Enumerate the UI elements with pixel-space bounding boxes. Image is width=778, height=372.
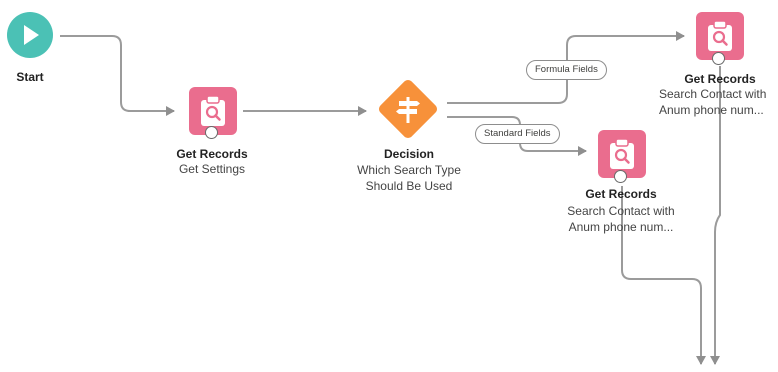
outcome-standard-fields-label[interactable]: Standard Fields [475, 124, 560, 144]
connector-start-to-get-settings[interactable] [60, 35, 175, 116]
connector-formula-records-down[interactable] [710, 66, 721, 365]
node-anchor[interactable] [712, 52, 725, 65]
get-records-box[interactable] [598, 130, 646, 178]
clipboard-search-icon [708, 20, 732, 51]
get-records-standard-subtitle-line2: Anum phone num... [568, 220, 674, 234]
get-records-formula-subtitle-line2: Anum phone num... [659, 103, 764, 117]
get-records-standard-subtitle-line1: Search Contact with [567, 204, 675, 218]
node-anchor[interactable] [614, 170, 627, 183]
get-settings-subtitle: Get Settings [178, 162, 246, 176]
connector-standard-records-down[interactable] [621, 186, 706, 365]
start-label: Start [16, 70, 44, 84]
get-settings-title: Get Records [176, 147, 248, 161]
get-records-formula-subtitle-line1: Search Contact with [659, 87, 767, 101]
get-records-formula-title: Get Records [684, 72, 756, 86]
get-records-standard-title: Get Records [585, 187, 657, 201]
decision-title: Decision [383, 147, 434, 161]
decision-subtitle-line1: Which Search Type [357, 163, 461, 177]
signpost-icon [396, 97, 420, 123]
node-anchor[interactable] [205, 126, 218, 139]
clipboard-search-icon [610, 138, 634, 169]
outcome-formula-fields-label[interactable]: Formula Fields [526, 60, 607, 80]
decision-subtitle-line2: Should Be Used [365, 179, 453, 193]
clipboard-search-icon [201, 95, 225, 126]
start-circle[interactable] [7, 12, 53, 58]
play-icon [24, 25, 39, 45]
